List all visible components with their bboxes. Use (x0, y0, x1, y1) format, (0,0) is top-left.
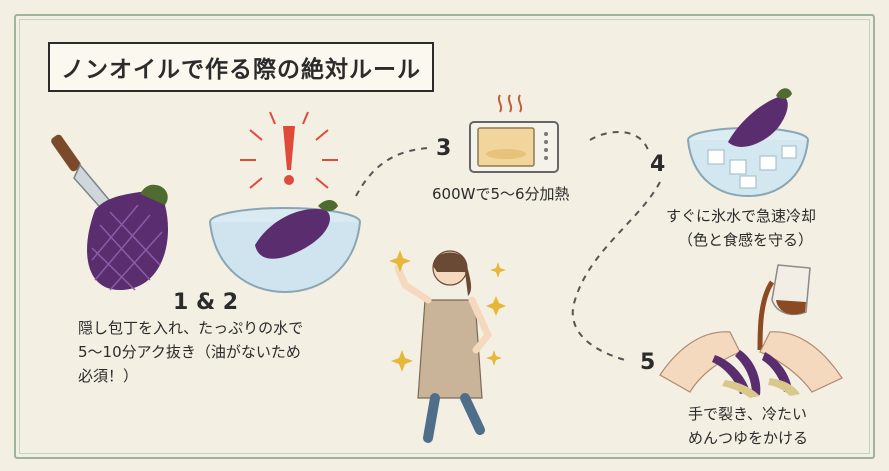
step-4-text-line1: すぐに氷水で急速冷却 (666, 207, 817, 225)
dashed-connector (355, 130, 661, 361)
step-5-text-line2: めんつゆをかける (688, 429, 809, 447)
step-4-text-line2: （色と食感を守る） (678, 231, 814, 249)
page-title-text: ノンオイルで作る際の絶対ルール (61, 57, 421, 83)
water-bowl-icon (209, 200, 361, 294)
exclamation-icon (240, 111, 338, 189)
step-1-2-number: 1 & 2 (173, 290, 239, 315)
step-1-2-text-line3: 必須！） (78, 367, 139, 385)
step-4-number: 4 (650, 152, 666, 177)
page-title: ノンオイルで作る際の絶対ルール (48, 42, 434, 92)
step-1-2-text-line2: 5〜10分アク抜き（油がないため (78, 343, 301, 361)
step-3-number: 3 (436, 136, 452, 161)
sauce-pitcher-icon (757, 264, 811, 351)
ice-bowl-icon (687, 88, 809, 198)
microwave-icon (469, 94, 559, 173)
step-3-text: 600Wで5〜6分加熱 (432, 185, 570, 203)
step-1-2-text-line1: 隠し包丁を入れ、たっぷりの水で (78, 319, 304, 337)
eggplant-icon (87, 184, 168, 291)
step-5-number: 5 (640, 350, 656, 375)
page-frame (14, 14, 875, 459)
step-5-text-line1: 手で裂き、冷たい (688, 405, 807, 423)
woman-cheering-icon (389, 250, 506, 443)
hands-tearing-icon (659, 331, 843, 398)
